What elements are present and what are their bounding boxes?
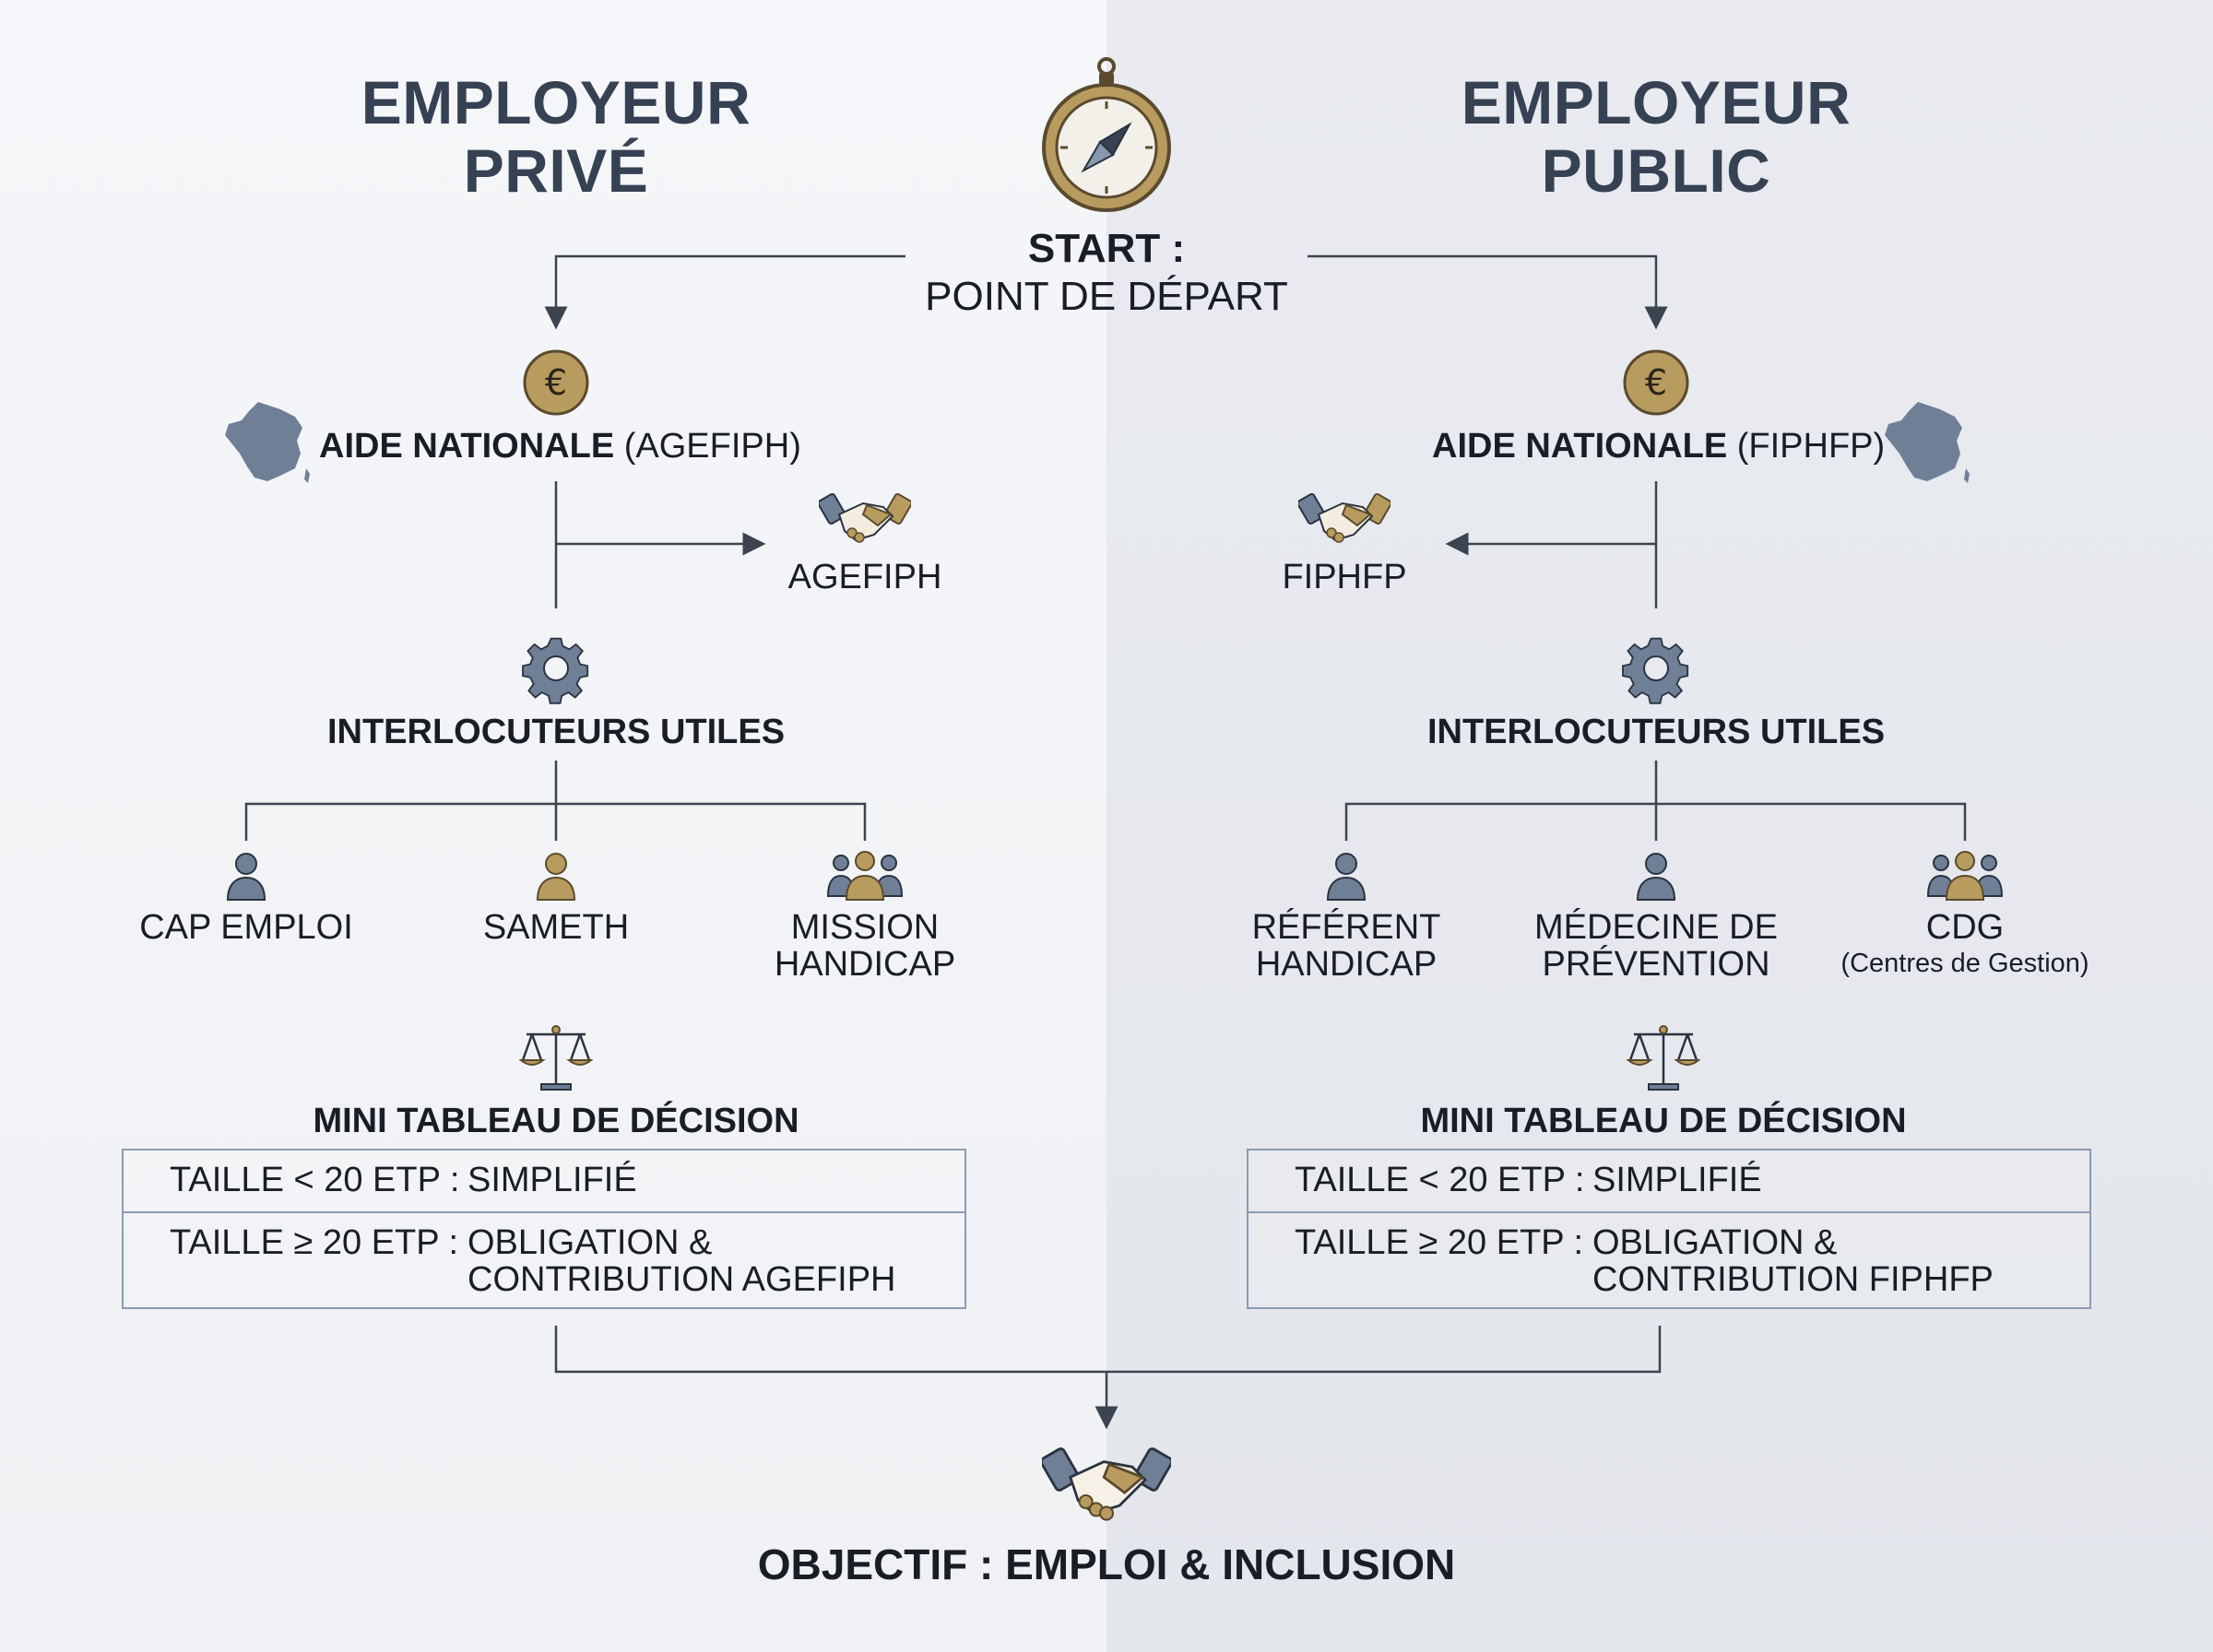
person-icon bbox=[1636, 853, 1676, 901]
decision-row-key: TAILLE < 20 ETP : bbox=[170, 1161, 460, 1199]
interlocuteur-sameth: SAMETH bbox=[482, 908, 630, 947]
merge-connector bbox=[554, 1326, 1662, 1374]
gear-icon bbox=[522, 637, 589, 704]
private-aide-label: AIDE NATIONALE bbox=[319, 427, 615, 466]
france-map-icon bbox=[225, 402, 310, 483]
scales-icon bbox=[1627, 1025, 1700, 1091]
public-column-title: EMPLOYEUR PUBLIC bbox=[1461, 68, 1852, 205]
decision-row: TAILLE ≥ 20 ETP : OBLIGATION & CONTRIBUT… bbox=[124, 1211, 964, 1307]
handshake-icon bbox=[1298, 492, 1391, 543]
private-interlocuteurs-tree bbox=[244, 761, 867, 841]
private-aide-org: (AGEFIPH) bbox=[623, 427, 801, 466]
svg-text:€: € bbox=[1645, 362, 1667, 403]
interlocuteur-cdg: CDG bbox=[1925, 908, 2005, 947]
decision-row-key: TAILLE ≥ 20 ETP : bbox=[170, 1223, 459, 1262]
compass-icon bbox=[1042, 57, 1171, 212]
decision-row-key: TAILLE < 20 ETP : bbox=[1295, 1161, 1585, 1199]
public-decision-table: TAILLE < 20 ETP : SIMPLIFIÉ TAILLE ≥ 20 … bbox=[1247, 1149, 2091, 1309]
agefiph-label: AGEFIPH bbox=[787, 558, 942, 596]
person-icon bbox=[536, 853, 576, 901]
interlocuteur-cap-emploi: CAP EMPLOI bbox=[139, 908, 353, 947]
interlocuteur-cdg-subtitle: (Centres de Gestion) bbox=[1840, 949, 2089, 978]
decision-row-value: SIMPLIFIÉ bbox=[1592, 1161, 1762, 1199]
decision-row-value: OBLIGATION & CONTRIBUTION AGEFIPH bbox=[467, 1223, 896, 1299]
private-column-title: EMPLOYEUR PRIVÉ bbox=[361, 68, 751, 205]
private-decision-heading: MINI TABLEAU DE DÉCISION bbox=[313, 1102, 799, 1140]
public-decision-heading: MINI TABLEAU DE DÉCISION bbox=[1420, 1102, 1907, 1140]
private-aide-nationale: AIDE NATIONALE (AGEFIPH) bbox=[319, 426, 801, 466]
public-panel-background bbox=[1106, 0, 2213, 1652]
group-icon bbox=[1926, 851, 2004, 901]
fiphfp-label: FIPHFP bbox=[1282, 558, 1407, 596]
start-subtitle: POINT DE DÉPART bbox=[925, 274, 1288, 319]
decision-row: TAILLE < 20 ETP : SIMPLIFIÉ bbox=[124, 1150, 964, 1211]
private-panel-background bbox=[0, 0, 1106, 1652]
interlocuteur-mission-handicap: MISSION HANDICAP bbox=[774, 908, 956, 984]
handshake-icon bbox=[1042, 1447, 1171, 1521]
objective-label: OBJECTIF : EMPLOI & INCLUSION bbox=[757, 1540, 1456, 1588]
person-icon bbox=[1326, 853, 1367, 901]
decision-row: TAILLE < 20 ETP : SIMPLIFIÉ bbox=[1249, 1150, 2089, 1211]
decision-row: TAILLE ≥ 20 ETP : OBLIGATION & CONTRIBUT… bbox=[1249, 1211, 2089, 1307]
public-aide-org: (FIPHFP) bbox=[1736, 427, 1886, 466]
decision-row-value: SIMPLIFIÉ bbox=[467, 1161, 637, 1199]
public-interlocuteurs-heading: INTERLOCUTEURS UTILES bbox=[1426, 713, 1886, 751]
start-to-public-connector bbox=[1308, 254, 1668, 330]
person-icon bbox=[226, 853, 266, 901]
scales-icon bbox=[519, 1025, 593, 1091]
interlocuteur-referent-handicap: RÉFÉRENT HANDICAP bbox=[1251, 908, 1441, 984]
decision-row-key: TAILLE ≥ 20 ETP : bbox=[1295, 1223, 1584, 1262]
start-to-private-connector bbox=[544, 254, 905, 330]
euro-coin-icon: € bbox=[1623, 349, 1689, 416]
svg-text:€: € bbox=[545, 362, 567, 403]
gear-icon bbox=[1622, 637, 1689, 704]
group-icon bbox=[826, 851, 904, 901]
private-decision-table: TAILLE < 20 ETP : SIMPLIFIÉ TAILLE ≥ 20 … bbox=[122, 1149, 966, 1309]
public-aide-label: AIDE NATIONALE bbox=[1432, 427, 1728, 466]
start-title: START : bbox=[1027, 226, 1186, 271]
private-interlocuteurs-heading: INTERLOCUTEURS UTILES bbox=[326, 713, 786, 751]
handshake-icon bbox=[819, 492, 911, 543]
interlocuteur-medecine-prevention: MÉDECINE DE PRÉVENTION bbox=[1534, 908, 1778, 984]
decision-row-value: OBLIGATION & CONTRIBUTION FIPHFP bbox=[1592, 1223, 1994, 1299]
public-aide-nationale: AIDE NATIONALE (FIPHFP) bbox=[1432, 426, 1885, 466]
france-map-icon bbox=[1885, 402, 1970, 483]
public-interlocuteurs-tree bbox=[1344, 761, 1967, 841]
euro-coin-icon: € bbox=[523, 349, 589, 416]
